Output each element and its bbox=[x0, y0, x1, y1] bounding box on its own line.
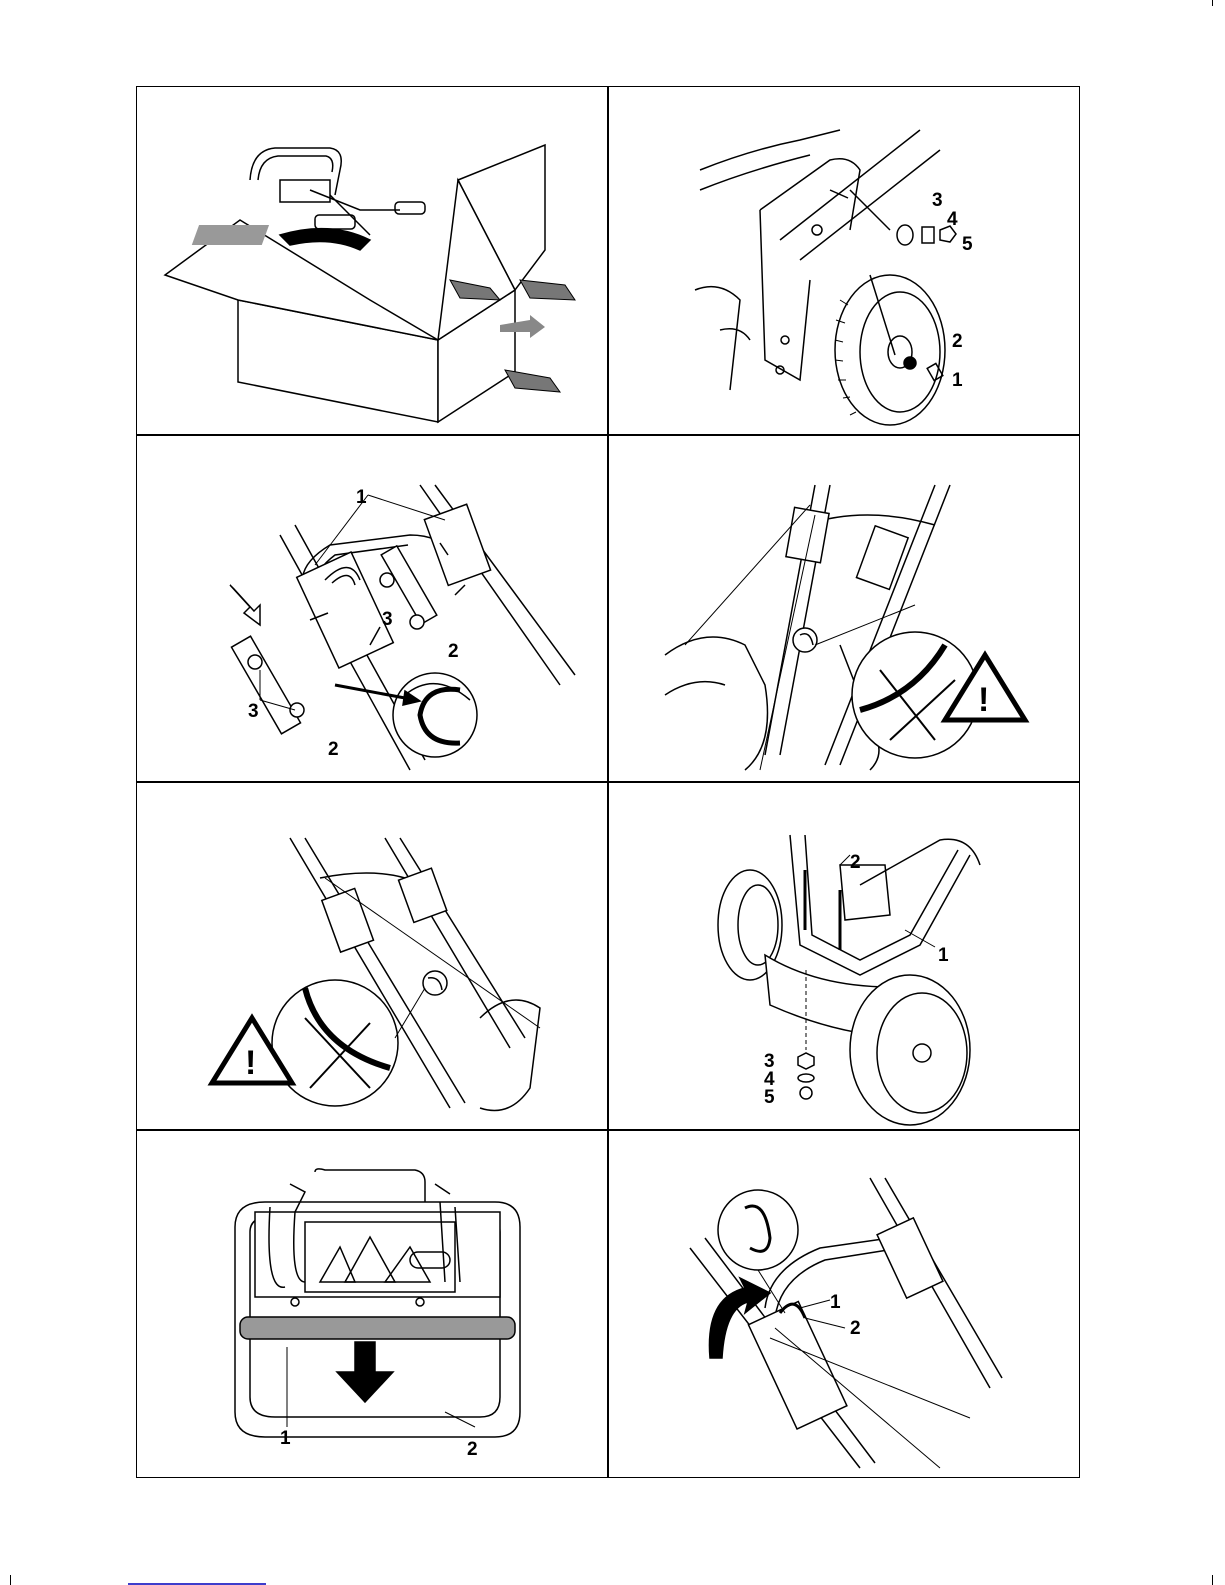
label-3: 3 bbox=[932, 190, 943, 211]
panel-grass-bag: 1 2 bbox=[225, 1172, 530, 1467]
row-divider-1 bbox=[136, 434, 1080, 436]
panel-cable-routing-right: ! bbox=[210, 838, 590, 1128]
label-1: 1 bbox=[830, 1292, 841, 1313]
label-1: 1 bbox=[952, 370, 963, 391]
label-1: 1 bbox=[938, 945, 949, 966]
row-divider-3 bbox=[136, 1129, 1080, 1131]
label-1: 1 bbox=[356, 487, 367, 508]
crop-mark bbox=[1212, 0, 1213, 6]
label-1: 1 bbox=[280, 1428, 291, 1449]
label-4: 4 bbox=[947, 209, 958, 230]
label-2: 2 bbox=[850, 852, 861, 873]
label-2: 2 bbox=[952, 331, 963, 352]
panel-wheel-mounting: 3 4 5 2 1 bbox=[690, 130, 1070, 430]
panel-cable-routing-left: ! bbox=[665, 485, 1065, 775]
crop-mark bbox=[10, 1575, 11, 1585]
label-3: 3 bbox=[382, 609, 393, 630]
svg-text:!: ! bbox=[978, 681, 989, 719]
panel-handle-brackets: 1 3 2 3 2 bbox=[220, 485, 590, 780]
label-2: 2 bbox=[328, 739, 339, 760]
label-2: 2 bbox=[850, 1318, 861, 1339]
label-2: 2 bbox=[467, 1439, 478, 1460]
panel-rear-frame: 2 1 3 4 5 bbox=[710, 835, 1010, 1125]
crop-mark bbox=[1212, 1575, 1213, 1585]
row-divider-2 bbox=[136, 781, 1080, 783]
svg-text:!: ! bbox=[245, 1044, 256, 1082]
label-5: 5 bbox=[962, 234, 973, 255]
label-5: 5 bbox=[764, 1087, 775, 1108]
label-3: 3 bbox=[248, 701, 259, 722]
label-2: 2 bbox=[448, 641, 459, 662]
panel-cable-clip: 1 2 bbox=[690, 1178, 1000, 1473]
arrow-icon bbox=[230, 585, 260, 625]
panel-unboxing bbox=[160, 140, 590, 430]
